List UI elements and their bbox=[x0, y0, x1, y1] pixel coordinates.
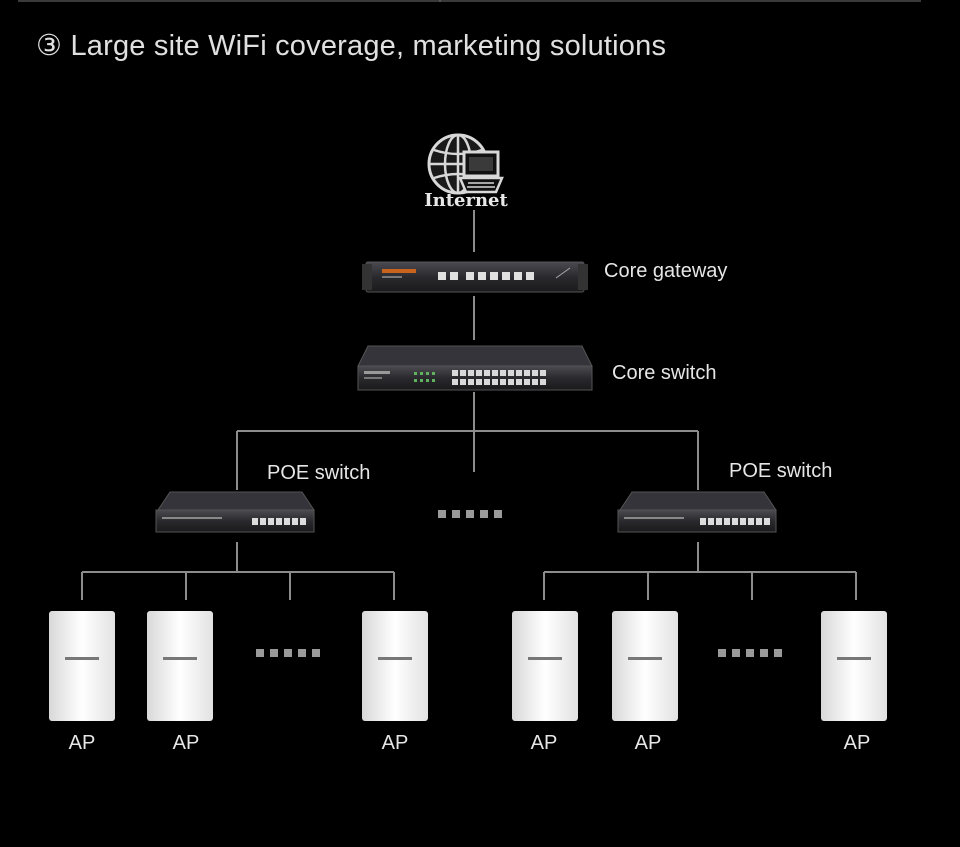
ap-label: AP bbox=[634, 732, 662, 754]
globe-laptop-icon bbox=[427, 133, 504, 195]
page-title: ③ Large site WiFi coverage, marketing so… bbox=[36, 30, 667, 62]
access-point-icon bbox=[362, 611, 428, 721]
core-switch-icon bbox=[357, 345, 593, 391]
access-point-icon bbox=[612, 611, 678, 721]
ap-label: AP bbox=[843, 732, 871, 754]
access-point-icon bbox=[512, 611, 578, 721]
poe-switch-left-label: POE switch bbox=[267, 462, 371, 484]
internet-label: Internet bbox=[424, 190, 508, 211]
access-point-icon bbox=[147, 611, 213, 721]
ellipsis-squares-icon bbox=[438, 510, 502, 518]
ap-label: AP bbox=[530, 732, 558, 754]
ellipsis-squares-icon bbox=[256, 649, 320, 657]
ap-label: AP bbox=[68, 732, 96, 754]
access-point-icon bbox=[49, 611, 115, 721]
top-divider bbox=[18, 0, 921, 2]
rack-gateway-icon bbox=[362, 261, 588, 293]
ellipsis-squares-icon bbox=[718, 649, 782, 657]
access-point-icon bbox=[821, 611, 887, 721]
poe-switch-right-icon bbox=[617, 491, 777, 533]
core-gateway-label: Core gateway bbox=[604, 260, 728, 282]
poe-switch-right-label: POE switch bbox=[729, 460, 833, 482]
ap-label: AP bbox=[381, 732, 409, 754]
core-switch-label: Core switch bbox=[612, 362, 717, 384]
poe-switch-left-icon bbox=[155, 491, 315, 533]
ap-label: AP bbox=[172, 732, 200, 754]
connection-lines bbox=[81, 210, 857, 600]
